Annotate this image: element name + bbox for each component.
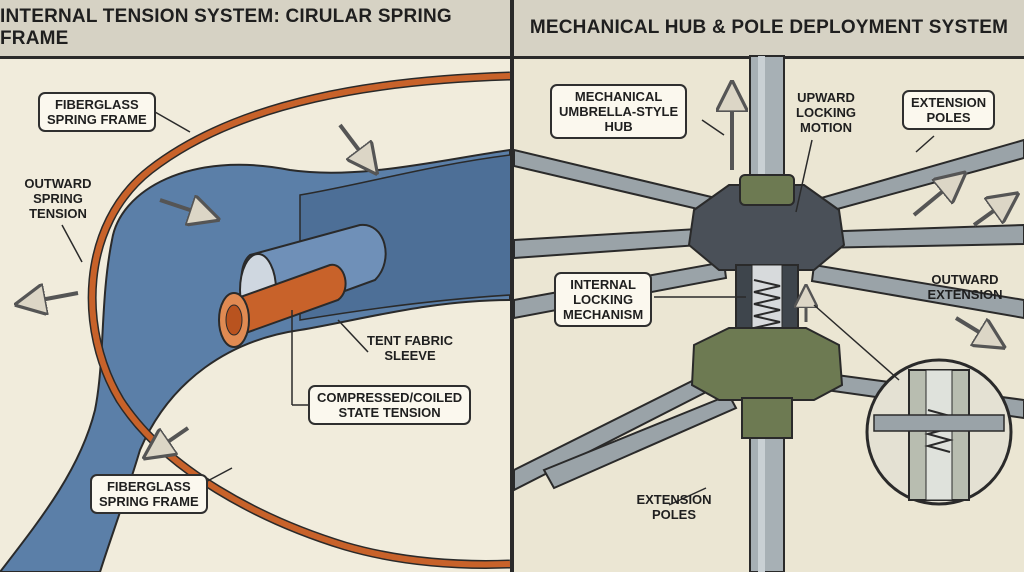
label-compressed-coiled-tension: COMPRESSED/COILED STATE TENSION xyxy=(308,385,472,425)
spring-frame-illustration xyxy=(0,71,510,572)
label-outward-spring-tension: OUTWARD SPRING TENSION xyxy=(24,176,92,221)
arrow-ext-3 xyxy=(954,316,992,340)
label-fiberglass-frame-bottom: FIBERGLASS SPRING FRAME xyxy=(90,474,208,514)
left-panel-header: INTERNAL TENSION SYSTEM: CIRULAR SPRING … xyxy=(0,0,510,59)
arrow-mid xyxy=(159,200,205,215)
detail-inset xyxy=(865,358,1013,506)
label-extension-poles-bottom: EXTENSION POLES xyxy=(636,492,712,522)
upper-hub xyxy=(687,174,846,271)
left-panel-title: INTERNAL TENSION SYSTEM: CIRULAR SPRING … xyxy=(0,6,452,49)
label-outward-extension: OUTWARD EXTENSION xyxy=(927,272,1003,302)
label-extension-poles-top: EXTENSION POLES xyxy=(902,90,996,130)
arrow-ext-2 xyxy=(972,202,1006,227)
arrow-bottom xyxy=(156,426,190,450)
label-upward-locking-motion: UPWARD LOCKING MOTION xyxy=(796,90,856,135)
arrow-left xyxy=(30,293,79,302)
left-panel: INTERNAL TENSION SYSTEM: CIRULAR SPRING … xyxy=(0,0,510,572)
right-panel-header: MECHANICAL HUB & POLE DEPLOYMENT SYSTEM xyxy=(514,0,1024,59)
label-fiberglass-frame-top: FIBERGLASS SPRING FRAME xyxy=(38,92,156,132)
cutaway-tube xyxy=(218,223,387,348)
lower-hub xyxy=(690,327,844,401)
arrow-ext-1 xyxy=(912,182,954,217)
arrow-top xyxy=(338,123,368,162)
label-internal-locking-mechanism: INTERNAL LOCKING MECHANISM xyxy=(554,272,653,327)
label-tent-fabric-sleeve: TENT FABRIC SLEEVE xyxy=(367,333,453,363)
label-mechanical-hub: MECHANICAL UMBRELLA-STYLE HUB xyxy=(550,84,688,139)
fiberglass-frame-loop-fill xyxy=(89,73,510,568)
panel-divider xyxy=(510,0,514,572)
right-panel: MECHANICAL HUB & POLE DEPLOYMENT SYSTEM xyxy=(514,0,1024,572)
right-panel-title: MECHANICAL HUB & POLE DEPLOYMENT SYSTEM xyxy=(529,17,1009,38)
